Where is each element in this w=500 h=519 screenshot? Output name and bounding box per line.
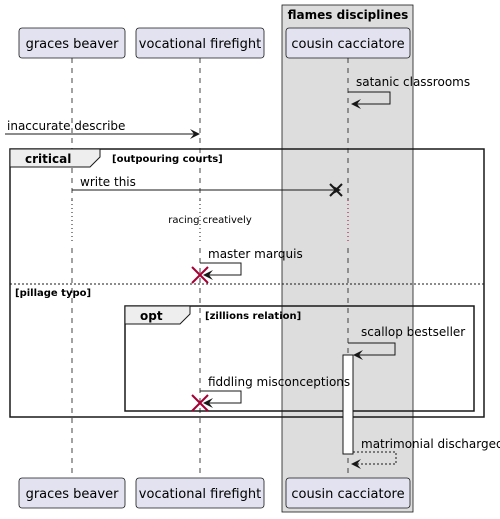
message-fiddling-misconceptions: fiddling misconceptions	[191, 375, 350, 412]
participant-graces-beaver-top[interactable]: graces beaver	[18, 27, 126, 59]
participant-label: graces beaver	[26, 37, 120, 52]
message-scallop-bestseller: scallop bestseller	[348, 325, 465, 360]
fragment-keyword: critical	[25, 152, 71, 166]
fragment-critical: critical [outpouring courts] [pillage ty…	[9, 148, 485, 418]
message-label: master marquis	[208, 247, 303, 261]
message-satanic-classrooms: satanic classrooms	[348, 75, 470, 109]
destroy-cross-icon	[191, 394, 209, 412]
message-inaccurate-describe: inaccurate describe	[5, 119, 200, 139]
activation-bar	[342, 354, 354, 455]
participant-cousin-cacciatore-top[interactable]: cousin cacciatore	[285, 27, 411, 59]
participant-vocational-firefight-bottom[interactable]: vocational firefight	[135, 477, 265, 509]
message-label: inaccurate describe	[7, 119, 125, 133]
participant-label: vocational firefight	[139, 487, 261, 502]
message-label: satanic classrooms	[356, 75, 470, 89]
participant-graces-beaver-bottom[interactable]: graces beaver	[18, 477, 126, 509]
destroy-cross-icon	[329, 183, 343, 197]
message-label: write this	[80, 175, 136, 189]
fragment-keyword: opt	[140, 309, 163, 323]
box-title: flames disciplines	[288, 8, 409, 22]
participant-label: cousin cacciatore	[291, 37, 404, 52]
destroy-cross-icon	[191, 266, 209, 284]
delay-racing-creatively: racing creatively	[70, 200, 350, 244]
participant-vocational-firefight-top[interactable]: vocational firefight	[135, 27, 265, 59]
else-guard: [pillage typo]	[15, 288, 91, 299]
participant-label: cousin cacciatore	[291, 487, 404, 502]
message-write-this: write this	[72, 175, 343, 197]
message-label: fiddling misconceptions	[208, 375, 350, 389]
message-label: scallop bestseller	[361, 325, 465, 339]
participant-cousin-cacciatore-bottom[interactable]: cousin cacciatore	[285, 477, 411, 509]
fragment-guard: [zillions relation]	[205, 311, 301, 322]
participant-label: graces beaver	[26, 487, 120, 502]
fragment-opt: opt [zillions relation]	[124, 305, 475, 412]
message-matrimonial-discharged: matrimonial discharged	[351, 437, 500, 469]
delay-label: racing creatively	[168, 215, 252, 226]
message-label: matrimonial discharged	[361, 437, 500, 451]
participant-label: vocational firefight	[139, 37, 261, 52]
message-master-marquis: master marquis	[191, 247, 303, 284]
fragment-guard: [outpouring courts]	[112, 154, 223, 165]
